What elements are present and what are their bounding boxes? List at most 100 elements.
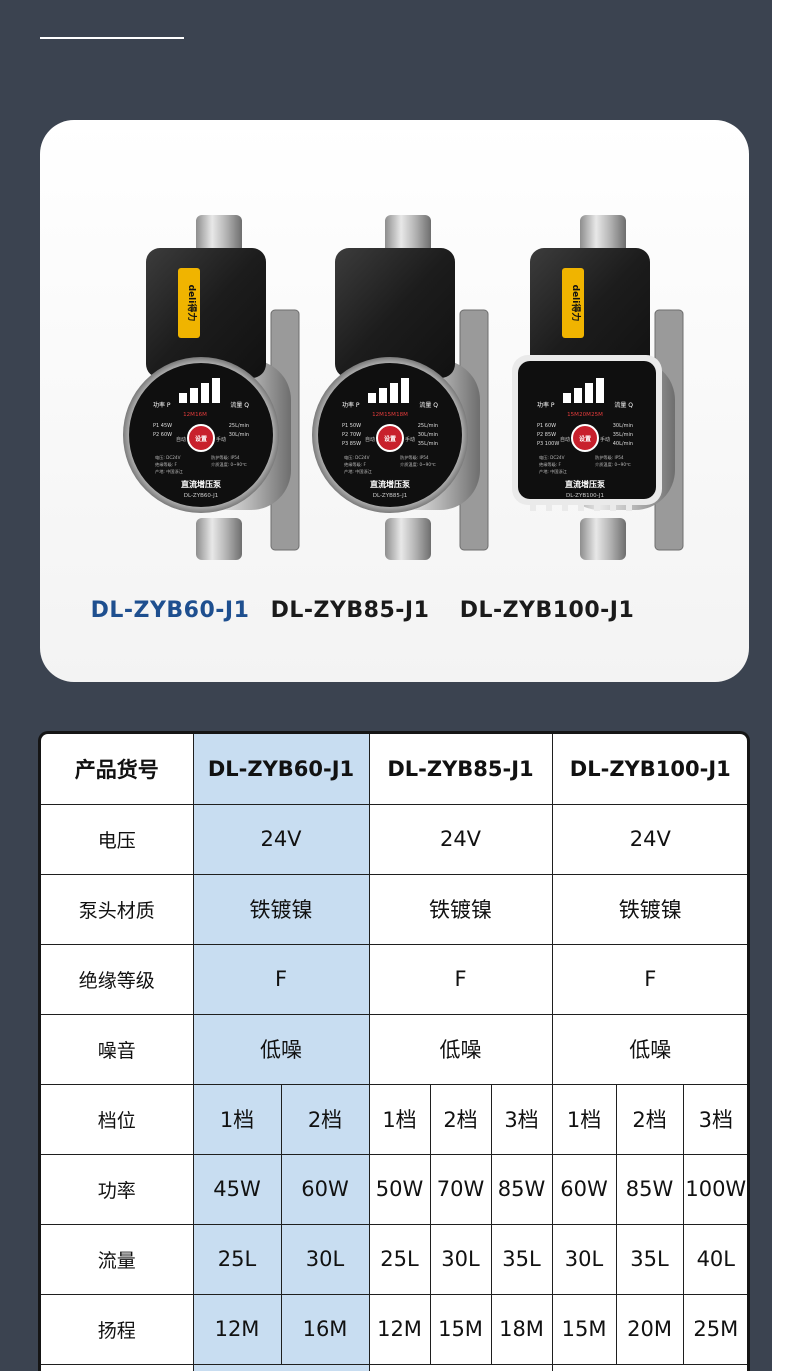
panel-text: 功率 P bbox=[342, 401, 360, 409]
panel-text: P3 85W bbox=[342, 441, 361, 447]
row-label: 档位 bbox=[41, 1083, 194, 1155]
panel-text: 16M bbox=[195, 412, 207, 418]
panel-text: 绝缘等级: F bbox=[155, 461, 177, 468]
table-cell: 30L bbox=[429, 1223, 492, 1295]
table-cell: 15M bbox=[551, 1293, 617, 1365]
panel-text: 防护等级: IP54 bbox=[211, 454, 240, 461]
set-button-icon bbox=[376, 424, 404, 452]
bottom-fitting bbox=[196, 518, 242, 560]
panel-text: 绝缘等级: F bbox=[539, 461, 561, 468]
table-cell: 20M bbox=[615, 1293, 684, 1365]
table-cell: 60W bbox=[551, 1153, 617, 1225]
cooling-fin bbox=[626, 503, 632, 511]
panel-text: 产地: 中国浙江 bbox=[344, 468, 372, 475]
table-cell: 2档 bbox=[280, 1083, 370, 1155]
table-cell: 低噪 bbox=[368, 1013, 553, 1085]
cooling-fin bbox=[610, 503, 616, 511]
table-cell: 35L bbox=[615, 1223, 684, 1295]
signal-bar bbox=[574, 388, 582, 403]
table-cell: 45W bbox=[192, 1153, 282, 1225]
panel-text: 产地: 中国浙江 bbox=[539, 468, 567, 475]
signal-bar bbox=[596, 378, 604, 403]
table-cell: 2档 bbox=[429, 1083, 492, 1155]
panel-text: 20M bbox=[579, 412, 591, 418]
motor-body bbox=[530, 248, 650, 378]
panel-text: DL-ZYB60-J1 bbox=[184, 493, 219, 499]
panel-text: 30L/min bbox=[613, 423, 633, 429]
panel-text: 产地: 中国浙江 bbox=[155, 468, 183, 475]
panel-text: 12M bbox=[183, 412, 195, 418]
panel-text: 设置 bbox=[384, 435, 396, 443]
row-label: 扬程 bbox=[41, 1293, 194, 1365]
product-label-zyb60: DL-ZYB60-J1 bbox=[90, 598, 250, 623]
cooling-fin bbox=[546, 503, 552, 511]
table-cell: 3档 bbox=[682, 1083, 747, 1155]
table-cell: 16M bbox=[280, 1293, 370, 1365]
panel-text: 防护等级: IP54 bbox=[595, 454, 624, 461]
table-cell: 1档 bbox=[551, 1083, 617, 1155]
table-cell: 1档 bbox=[192, 1083, 282, 1155]
table-cell: 60W bbox=[280, 1153, 370, 1225]
table-cell: F bbox=[192, 943, 370, 1015]
table-cell: 24V bbox=[192, 803, 370, 875]
bottom-fitting bbox=[385, 518, 431, 560]
set-button-icon bbox=[187, 424, 215, 452]
table-row-head: 扬程 12M 16M 12M 15M 18M 15M 20M 25M bbox=[41, 1293, 747, 1365]
brand-badge bbox=[178, 268, 200, 338]
row-label: 电压 bbox=[41, 803, 194, 875]
header-model-zyb85: DL-ZYB85-J1 bbox=[368, 734, 553, 805]
panel-text: 电压: DC24V bbox=[539, 454, 565, 461]
right-edge-strip bbox=[772, 0, 790, 1371]
panel-text: 12M bbox=[372, 412, 384, 418]
panel-text: 设置 bbox=[579, 435, 591, 443]
panel-text: P1 50W bbox=[342, 423, 361, 429]
panel-text: 自动 bbox=[365, 436, 375, 443]
table-row-flow: 流量 25L 30L 25L 30L 35L 30L 35L 40L bbox=[41, 1223, 747, 1295]
panel-text: 直流增压泵 bbox=[565, 479, 605, 489]
table-cell: 24V bbox=[368, 803, 553, 875]
spec-comparison-table: 产品货号 DL-ZYB60-J1 DL-ZYB85-J1 DL-ZYB100-J… bbox=[38, 731, 750, 1371]
panel-text: 流量 Q bbox=[614, 401, 633, 409]
panel-text: 18M bbox=[396, 412, 408, 418]
panel-text: 流量 Q bbox=[230, 401, 249, 409]
table-cell: 40L bbox=[682, 1223, 747, 1295]
panel-text: 25L/min bbox=[229, 423, 249, 429]
table-cell bbox=[368, 1363, 553, 1371]
panel-text: P3 100W bbox=[537, 441, 559, 447]
signal-bar bbox=[563, 393, 571, 403]
table-cell: F bbox=[368, 943, 553, 1015]
panel-text: 25M bbox=[591, 412, 603, 418]
table-row-power: 功率 45W 60W 50W 70W 85W 60W 85W 100W bbox=[41, 1153, 747, 1225]
table-cell: 15M bbox=[429, 1293, 492, 1365]
panel-text: 手动 bbox=[405, 436, 415, 443]
set-button-icon bbox=[571, 424, 599, 452]
table-cell: 2档 bbox=[615, 1083, 684, 1155]
table-cell: 25M bbox=[682, 1293, 747, 1365]
bottom-fitting bbox=[580, 518, 626, 560]
panel-text: 功率 P bbox=[537, 401, 555, 409]
signal-bar bbox=[179, 393, 187, 403]
signal-bar bbox=[401, 378, 409, 403]
panel-text: 手动 bbox=[216, 436, 226, 443]
panel-text: 介质温度: 0~90℃ bbox=[400, 461, 436, 468]
panel-text: 25L/min bbox=[418, 423, 438, 429]
table-header-row: 产品货号 DL-ZYB60-J1 DL-ZYB85-J1 DL-ZYB100-J… bbox=[41, 734, 747, 805]
header-model-zyb60: DL-ZYB60-J1 bbox=[192, 734, 370, 805]
brand-badge bbox=[562, 268, 584, 338]
table-row-insulation: 绝缘等级 F F F bbox=[41, 943, 747, 1015]
table-row-gear: 档位 1档 2档 1档 2档 3档 1档 2档 3档 bbox=[41, 1083, 747, 1155]
table-cell: 铁镀镍 bbox=[368, 873, 553, 945]
motor-body bbox=[146, 248, 266, 378]
panel-text: P1 45W bbox=[153, 423, 172, 429]
cooling-fin bbox=[594, 503, 600, 511]
panel-text: 防护等级: IP54 bbox=[400, 454, 429, 461]
table-cell: 铁镀镍 bbox=[192, 873, 370, 945]
panel-text: 手动 bbox=[600, 436, 610, 443]
panel-text: 功率 P bbox=[153, 401, 171, 409]
motor-body bbox=[335, 248, 455, 378]
table-row-material: 泵头材质 铁镀镍 铁镀镍 铁镀镍 bbox=[41, 873, 747, 945]
table-cell: 24V bbox=[551, 803, 747, 875]
